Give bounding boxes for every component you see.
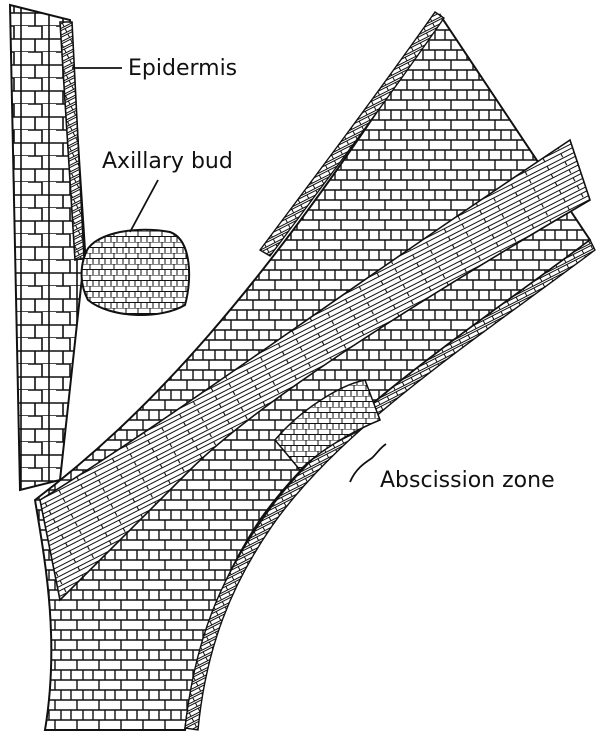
abscission-zone-label: Abscission zone [380,470,555,492]
epidermis-label: Epidermis [128,58,237,80]
axillary-bud-label: Axillary bud [102,151,233,173]
bud-leader-line [130,180,158,232]
axillary-bud [82,230,190,315]
